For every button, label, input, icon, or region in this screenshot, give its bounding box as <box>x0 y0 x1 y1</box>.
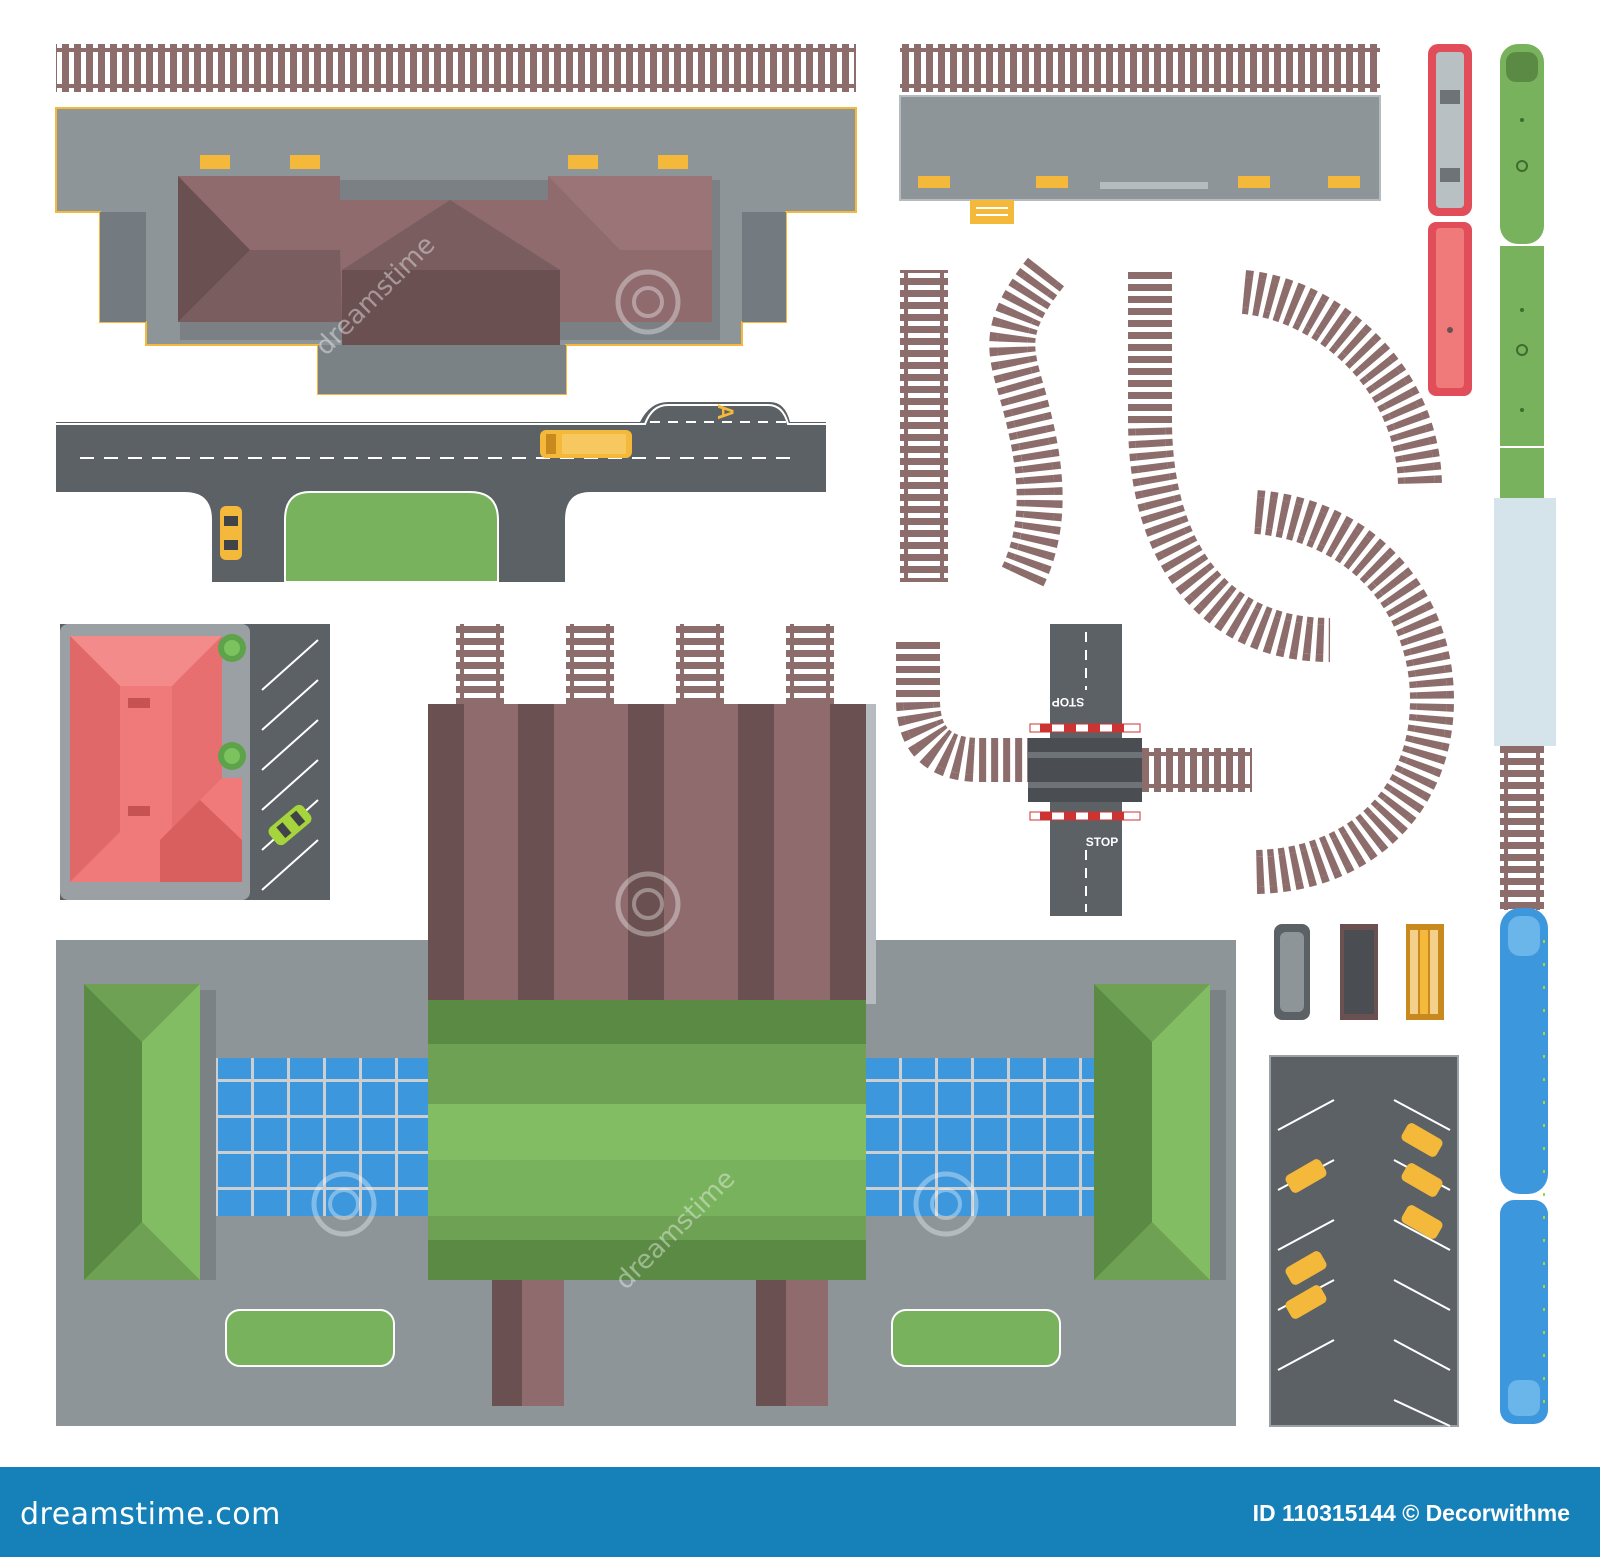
coal-wagon <box>1340 924 1378 1020</box>
track-straight-top-right <box>900 44 1380 92</box>
track-half-circle <box>1253 490 1455 894</box>
level-crossing <box>896 624 1252 916</box>
parking-lot-bottom <box>1269 1055 1459 1427</box>
timber-wagon <box>1406 924 1444 1020</box>
blue-train <box>1500 908 1548 1424</box>
footer-bar: dreamstime.com ID 110315144 © Decorwithm… <box>0 1467 1600 1557</box>
railway-elements-scene: A <box>55 44 1556 1427</box>
watermark <box>311 269 979 1237</box>
image-id-credit: ID 110315144 © Decorwithme <box>1252 1500 1570 1526</box>
green-car <box>268 804 312 846</box>
yellow-taxi <box>220 506 242 560</box>
track-straight-top-left <box>56 44 856 92</box>
track-straight-vertical <box>900 270 948 582</box>
track-quarter-curve <box>1241 270 1442 489</box>
yellow-bus <box>540 430 632 458</box>
station-canopy <box>1494 498 1556 746</box>
station-building-top-left <box>55 107 857 395</box>
stop-marking-bottom: STOP <box>1086 835 1118 849</box>
platform-top-right <box>899 95 1381 224</box>
tank-wagon <box>1274 924 1310 1020</box>
main-station-tracks <box>456 624 834 704</box>
house-with-parking <box>60 624 330 900</box>
lane-marking-letter: A <box>713 404 738 420</box>
track-s-curve <box>989 257 1065 588</box>
main-station-building <box>56 704 1236 1426</box>
stop-marking-top: STOP <box>1052 695 1084 709</box>
dreamstime-logo[interactable]: dreamstime.com <box>20 1497 281 1532</box>
track-long-curve <box>1128 272 1331 662</box>
red-train <box>1428 44 1472 396</box>
road-t-junction <box>56 402 826 583</box>
track-right-vertical <box>1500 746 1544 910</box>
green-train <box>1500 44 1544 498</box>
